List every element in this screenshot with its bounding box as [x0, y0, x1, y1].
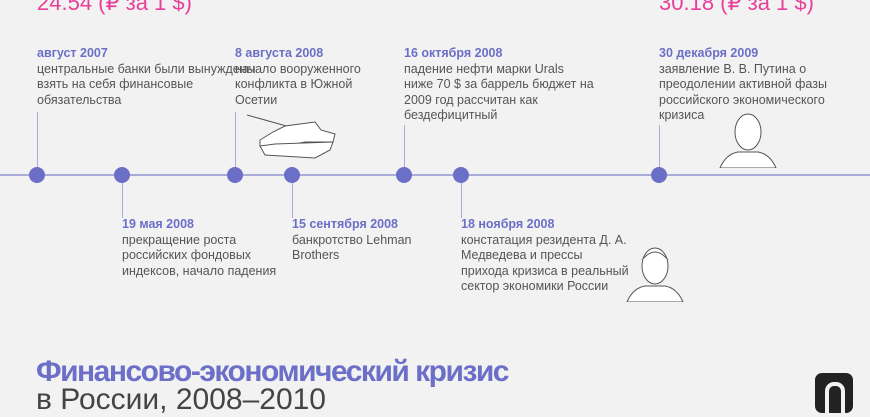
- timeline-dot: [29, 167, 45, 183]
- timeline-dot: [227, 167, 243, 183]
- exchange-rate-start: 24.54 (₽ за 1 $): [37, 0, 192, 15]
- connector: [404, 125, 405, 172]
- connector: [292, 178, 293, 218]
- brand-logo: [815, 373, 853, 416]
- tank-icon: [246, 114, 336, 159]
- connector: [122, 178, 123, 218]
- connector: [659, 125, 660, 172]
- timeline-dot: [284, 167, 300, 183]
- timeline-axis: [0, 174, 870, 176]
- page-title: Финансово-экономический кризис: [36, 355, 510, 388]
- exchange-rate-end: 30.18 (₽ за 1 $): [659, 0, 814, 15]
- timeline-dot: [396, 167, 412, 183]
- timeline-dot: [453, 167, 469, 183]
- putin-portrait-icon: [719, 113, 777, 168]
- timeline-dot: [114, 167, 130, 183]
- timeline-dot: [651, 167, 667, 183]
- page-subtitle: в России, 2008–2010: [36, 383, 326, 416]
- medvedev-portrait-icon: [626, 247, 684, 302]
- connector: [37, 112, 38, 172]
- connector: [235, 112, 236, 172]
- connector: [461, 178, 462, 218]
